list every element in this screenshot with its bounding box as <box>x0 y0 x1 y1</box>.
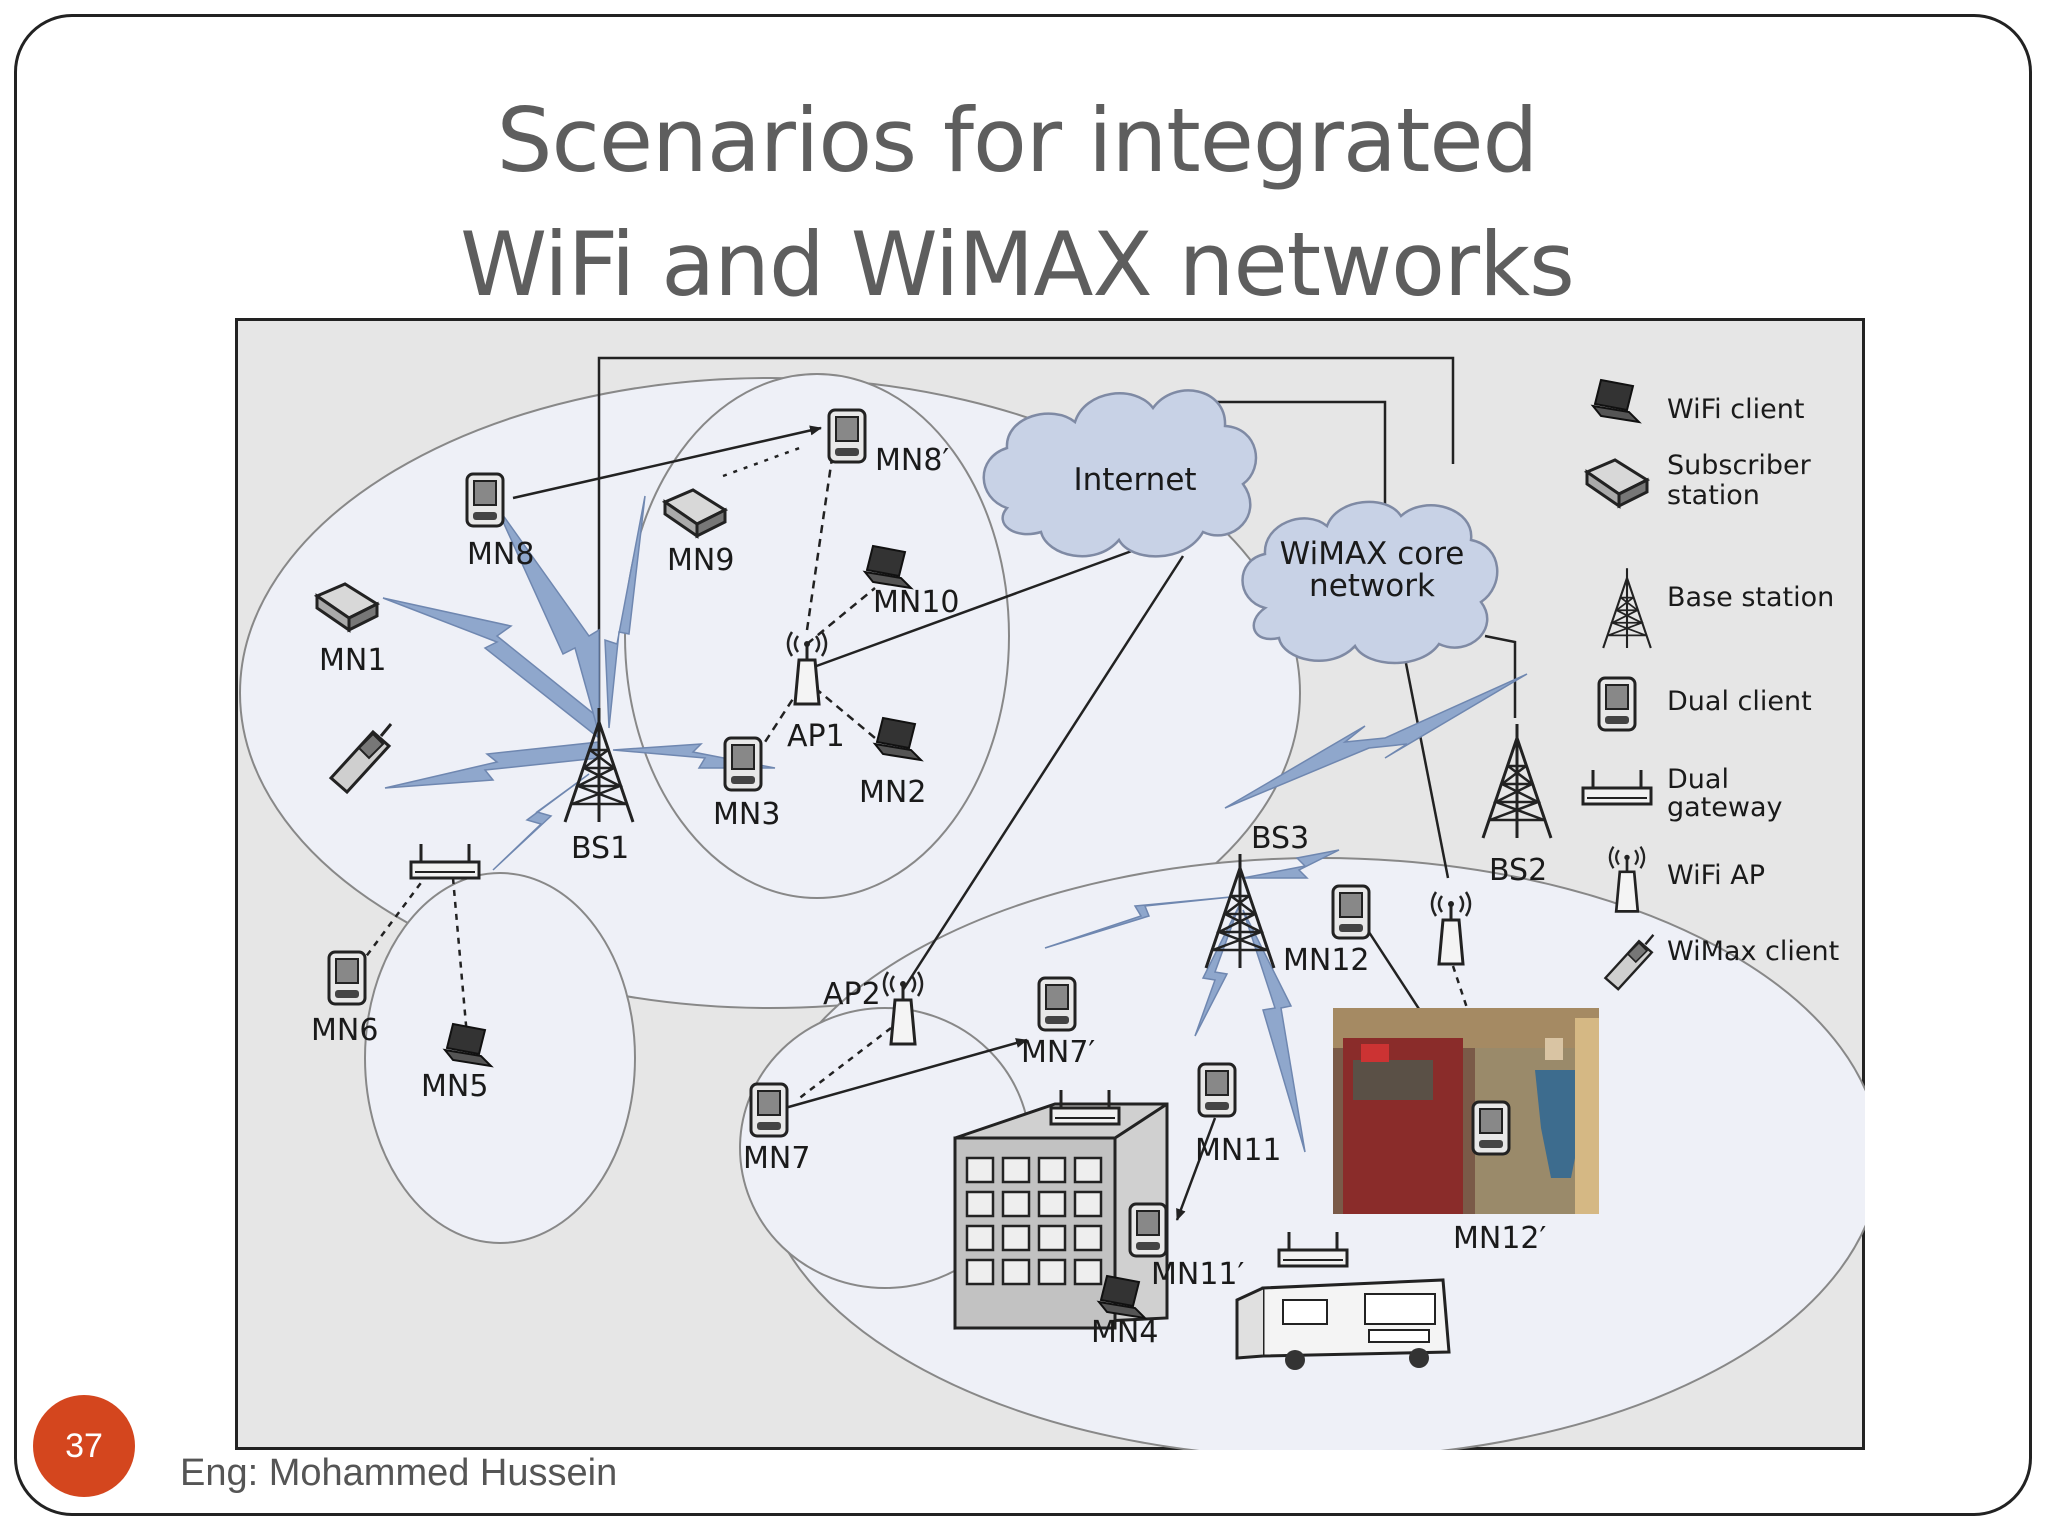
label-mn6: MN6 <box>311 1013 378 1048</box>
legend-dual-gateway-1: Dual <box>1667 764 1729 795</box>
mn8-icon <box>465 472 505 528</box>
mn12-icon <box>1331 884 1371 940</box>
label-mn2: MN2 <box>859 775 926 810</box>
legend-dual-client: Dual client <box>1667 686 1812 717</box>
bs1-to-core-link <box>597 356 1455 710</box>
internet-label: Internet <box>1073 462 1196 498</box>
internet-cloud: Internet <box>982 389 1258 558</box>
mn9-mn8p-link <box>722 444 806 478</box>
mn8-move-arrow <box>512 425 822 500</box>
bus <box>1235 1278 1451 1370</box>
subway-photo <box>1333 1008 1599 1214</box>
label-mn11: MN11 <box>1195 1133 1282 1168</box>
wimax-core-label-1: WiMAX core <box>1280 536 1465 572</box>
mn11-move-arrow <box>1175 1117 1217 1221</box>
mn6-icon <box>327 950 367 1006</box>
legend-wimax-client: WiMax client <box>1667 936 1839 967</box>
label-mn8p: MN8′ <box>875 443 949 478</box>
slide-title: Scenarios for integrated WiFi and WiMAX … <box>17 79 2017 327</box>
mn11-icon <box>1197 1062 1237 1118</box>
label-mn12p: MN12′ <box>1453 1221 1546 1256</box>
label-mn4: MN4 <box>1091 1315 1158 1350</box>
label-ap2: AP2 <box>823 977 881 1012</box>
ap1-mn10-link <box>806 587 876 645</box>
ap1-mn8p-link <box>805 457 834 631</box>
label-bs1: BS1 <box>571 831 629 866</box>
label-mn8: MN8 <box>467 537 534 572</box>
ap1-mn3-link <box>763 687 802 743</box>
label-mn1: MN1 <box>319 643 386 678</box>
gw-mn6-link <box>357 863 437 967</box>
mn3-icon <box>723 736 763 792</box>
mn11p-icon <box>1128 1202 1168 1258</box>
title-line-1: Scenarios for integrated <box>496 89 1539 192</box>
wimax-core-cloud: WiMAX core network <box>1241 500 1499 665</box>
internet-to-core-link <box>1215 400 1387 508</box>
author-footer: Eng: Mohammed Hussein <box>180 1452 618 1494</box>
ap2-mn7-link <box>796 1027 892 1101</box>
legend-subscriber-1: Subscriber <box>1667 450 1812 481</box>
legend-dual-client-icon <box>1597 676 1637 732</box>
label-mn7: MN7 <box>743 1141 810 1176</box>
label-bs3: BS3 <box>1251 821 1309 856</box>
legend-subscriber-2: station <box>1667 480 1760 511</box>
label-mn10: MN10 <box>873 585 960 620</box>
page-number-badge: 37 <box>33 1395 135 1497</box>
wimax-links <box>382 495 1528 1153</box>
label-mn12: MN12 <box>1283 943 1370 978</box>
core-to-bs2-link <box>1484 634 1517 718</box>
mn7-move-arrow <box>784 1038 1028 1110</box>
gateway-cell-left <box>364 872 636 1244</box>
label-mn3: MN3 <box>713 797 780 832</box>
mn12p-icon <box>1471 1100 1511 1156</box>
label-bs2: BS2 <box>1489 853 1547 888</box>
mn8p-icon <box>827 408 867 464</box>
legend-wifi-ap: WiFi AP <box>1667 860 1765 891</box>
label-mn11p: MN11′ <box>1151 1257 1244 1292</box>
label-ap1: AP1 <box>787 719 845 754</box>
legend-wifi-client: WiFi client <box>1667 394 1804 425</box>
mn7p-icon <box>1037 976 1077 1032</box>
label-mn5: MN5 <box>421 1069 488 1104</box>
core-to-mn12-ap-link <box>1401 647 1450 879</box>
gw-mn5-link <box>451 877 469 1037</box>
label-mn7p: MN7′ <box>1021 1035 1095 1070</box>
ap1-to-internet-link <box>799 546 1141 674</box>
office-building <box>953 1102 1169 1330</box>
mn7-icon <box>749 1082 789 1138</box>
wimax-core-label-2: network <box>1309 568 1435 604</box>
legend-dual-gateway-2: gateway <box>1667 792 1783 823</box>
legend-base-station: Base station <box>1667 582 1834 613</box>
network-diagram: Internet WiMAX core network <box>235 318 1865 1450</box>
title-line-2: WiFi and WiMAX networks <box>460 213 1575 316</box>
ap2-to-internet-link <box>901 555 1185 991</box>
label-mn9: MN9 <box>667 543 734 578</box>
